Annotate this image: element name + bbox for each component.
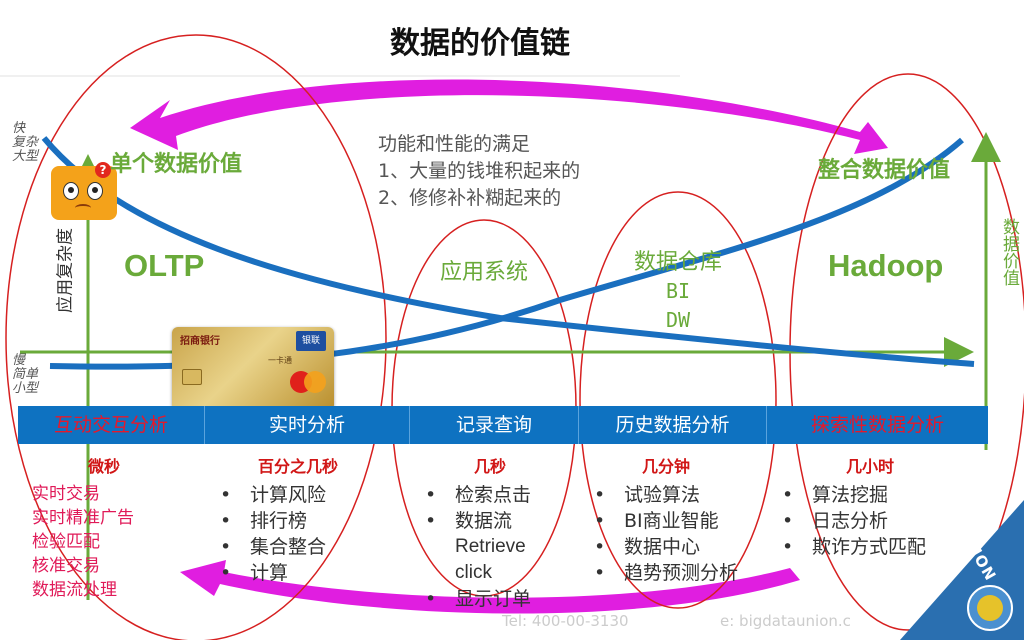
timing-microseconds: 微秒: [88, 457, 121, 476]
timing-minutes: 几分钟: [642, 457, 691, 476]
list-item: 趋势预测分析: [594, 560, 738, 586]
list-item: 核准交易: [32, 556, 100, 576]
band-record-query: 记录查询: [410, 406, 579, 444]
top-magenta-arrow: [130, 79, 888, 154]
list-item: 欺诈方式匹配: [782, 534, 926, 560]
single-data-value-label: 单个数据价值: [110, 152, 243, 177]
list-item: 计算风险: [220, 482, 326, 508]
timing-seconds: 几秒: [474, 457, 507, 476]
warehouse-label: 数据仓库 BI DW: [633, 250, 722, 332]
confused-face-icon: ?: [51, 162, 117, 220]
list-item: 集合整合: [220, 534, 326, 560]
band-history-analysis: 历史数据分析: [579, 406, 767, 444]
list-item: 日志分析: [782, 508, 926, 534]
band-interactive-analysis: 互动交互分析: [18, 406, 205, 444]
interactive-use-cases: 实时交易 实时精准广告 检验匹配 核准交易 数据流处理: [32, 482, 134, 602]
list-item: Retrieve: [455, 536, 526, 557]
list-item: 排行榜: [220, 508, 326, 534]
ellipse-oltp: [5, 34, 387, 640]
oltp-label: OLTP: [124, 248, 205, 283]
list-item: 数据中心: [594, 534, 738, 560]
list-item: 算法挖掘: [782, 482, 926, 508]
list-item: 实时精准广告: [32, 508, 134, 528]
list-item: 数据流处理: [32, 580, 117, 600]
list-item: 计算: [220, 560, 326, 586]
note-text: 功能和性能的满足 1、大量的钱堆积起来的 2、修修补补糊起来的: [378, 133, 581, 209]
list-item: 检验匹配: [32, 532, 100, 552]
band-exploratory-analysis: 探索性数据分析: [810, 414, 944, 436]
list-item: 试验算法: [594, 482, 738, 508]
timing-centiseconds: 百分之几秒: [258, 457, 339, 476]
app-system-label: 应用系统: [440, 260, 529, 285]
integrated-data-value-label: 整合数据价值: [818, 158, 951, 183]
left-axis-top-tag: 快 复杂 大型: [12, 121, 39, 164]
hadoop-label: Hadoop: [828, 248, 944, 283]
band-realtime-analysis: 实时分析: [205, 406, 410, 444]
history-analysis-use-cases: 试验算法 BI商业智能 数据中心 趋势预测分析: [594, 482, 738, 586]
timing-hours: 几小时: [846, 457, 895, 476]
footer-phone: Tel: 400-00-3130: [502, 612, 629, 630]
analysis-type-band: 互动交互分析 实时分析 记录查询 历史数据分析 探索性数据分析: [18, 406, 988, 444]
right-axis-label: 数据价值: [999, 218, 1019, 286]
bottom-magenta-arrow: [180, 560, 800, 614]
footer-website: e: bigdataunion.c: [720, 612, 851, 630]
list-item: 显示订单: [425, 586, 531, 612]
realtime-use-cases: 计算风险 排行榜 集合整合 计算: [220, 482, 326, 586]
list-item: click: [455, 562, 492, 583]
exploratory-use-cases: 算法挖掘 日志分析 欺诈方式匹配: [782, 482, 926, 560]
bank-card-image: 招商银行 银联 一卡通: [172, 327, 334, 411]
left-axis-bottom-tag: 慢 简单 小型: [12, 353, 39, 396]
page-title: 数据的价值链: [390, 26, 570, 61]
record-query-use-cases: 检索点击 数据流 Retrieve click 显示订单: [425, 482, 531, 612]
list-item: 数据流: [425, 508, 531, 534]
list-item: BI商业智能: [594, 508, 738, 534]
ellipse-warehouse: [579, 191, 777, 609]
list-item: 检索点击: [425, 482, 531, 508]
list-item: 实时交易: [32, 484, 100, 504]
